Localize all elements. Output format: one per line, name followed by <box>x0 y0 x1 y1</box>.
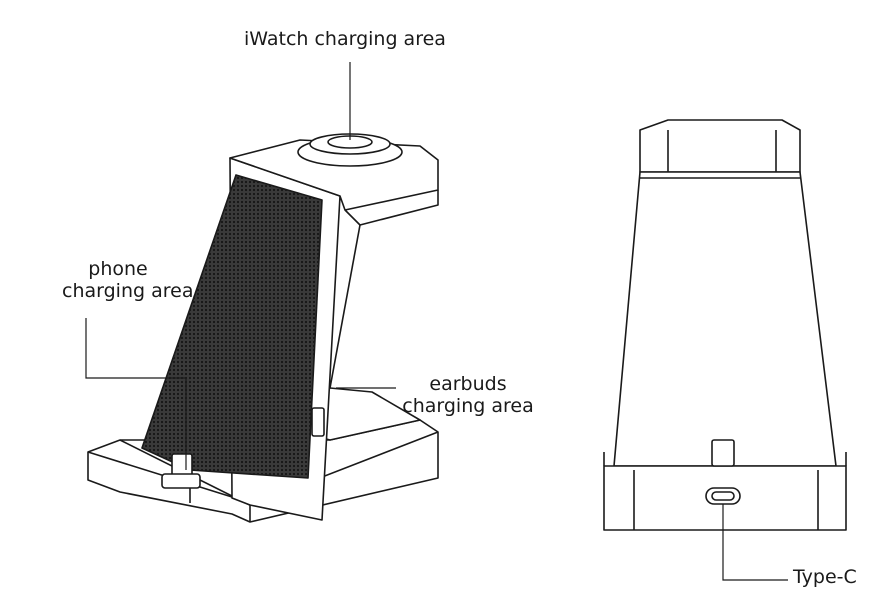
front-base-dividers <box>603 452 847 530</box>
earbuds-charging-area-label: earbuds charging area <box>398 373 538 417</box>
phone-charging-area-label: phone charging area <box>62 258 194 302</box>
leader-phone <box>85 318 187 470</box>
iwatch-charging-area-label: iWatch charging area <box>244 28 446 50</box>
stand-arm-side <box>344 190 439 226</box>
typec-label: Type-C <box>793 566 857 588</box>
typec-port-inner <box>711 491 735 501</box>
earbuds-label-line1: earbuds <box>429 373 507 395</box>
front-body <box>613 171 837 467</box>
earbuds-label-line2: charging area <box>402 395 534 417</box>
phone-label-line2: charging area <box>62 280 194 302</box>
left-stand-perspective <box>87 133 439 523</box>
phone-label-line1: phone <box>88 258 148 280</box>
right-stand-front-view <box>603 119 847 531</box>
leader-lines <box>85 62 788 581</box>
front-top-cap-inner <box>667 130 777 172</box>
stand-arm-inner <box>329 224 361 389</box>
phone-mesh-pad <box>141 174 323 479</box>
earbuds-connector <box>311 407 325 437</box>
leader-typec <box>722 504 788 581</box>
front-connector <box>711 439 735 467</box>
phone-connector-base <box>161 473 201 489</box>
